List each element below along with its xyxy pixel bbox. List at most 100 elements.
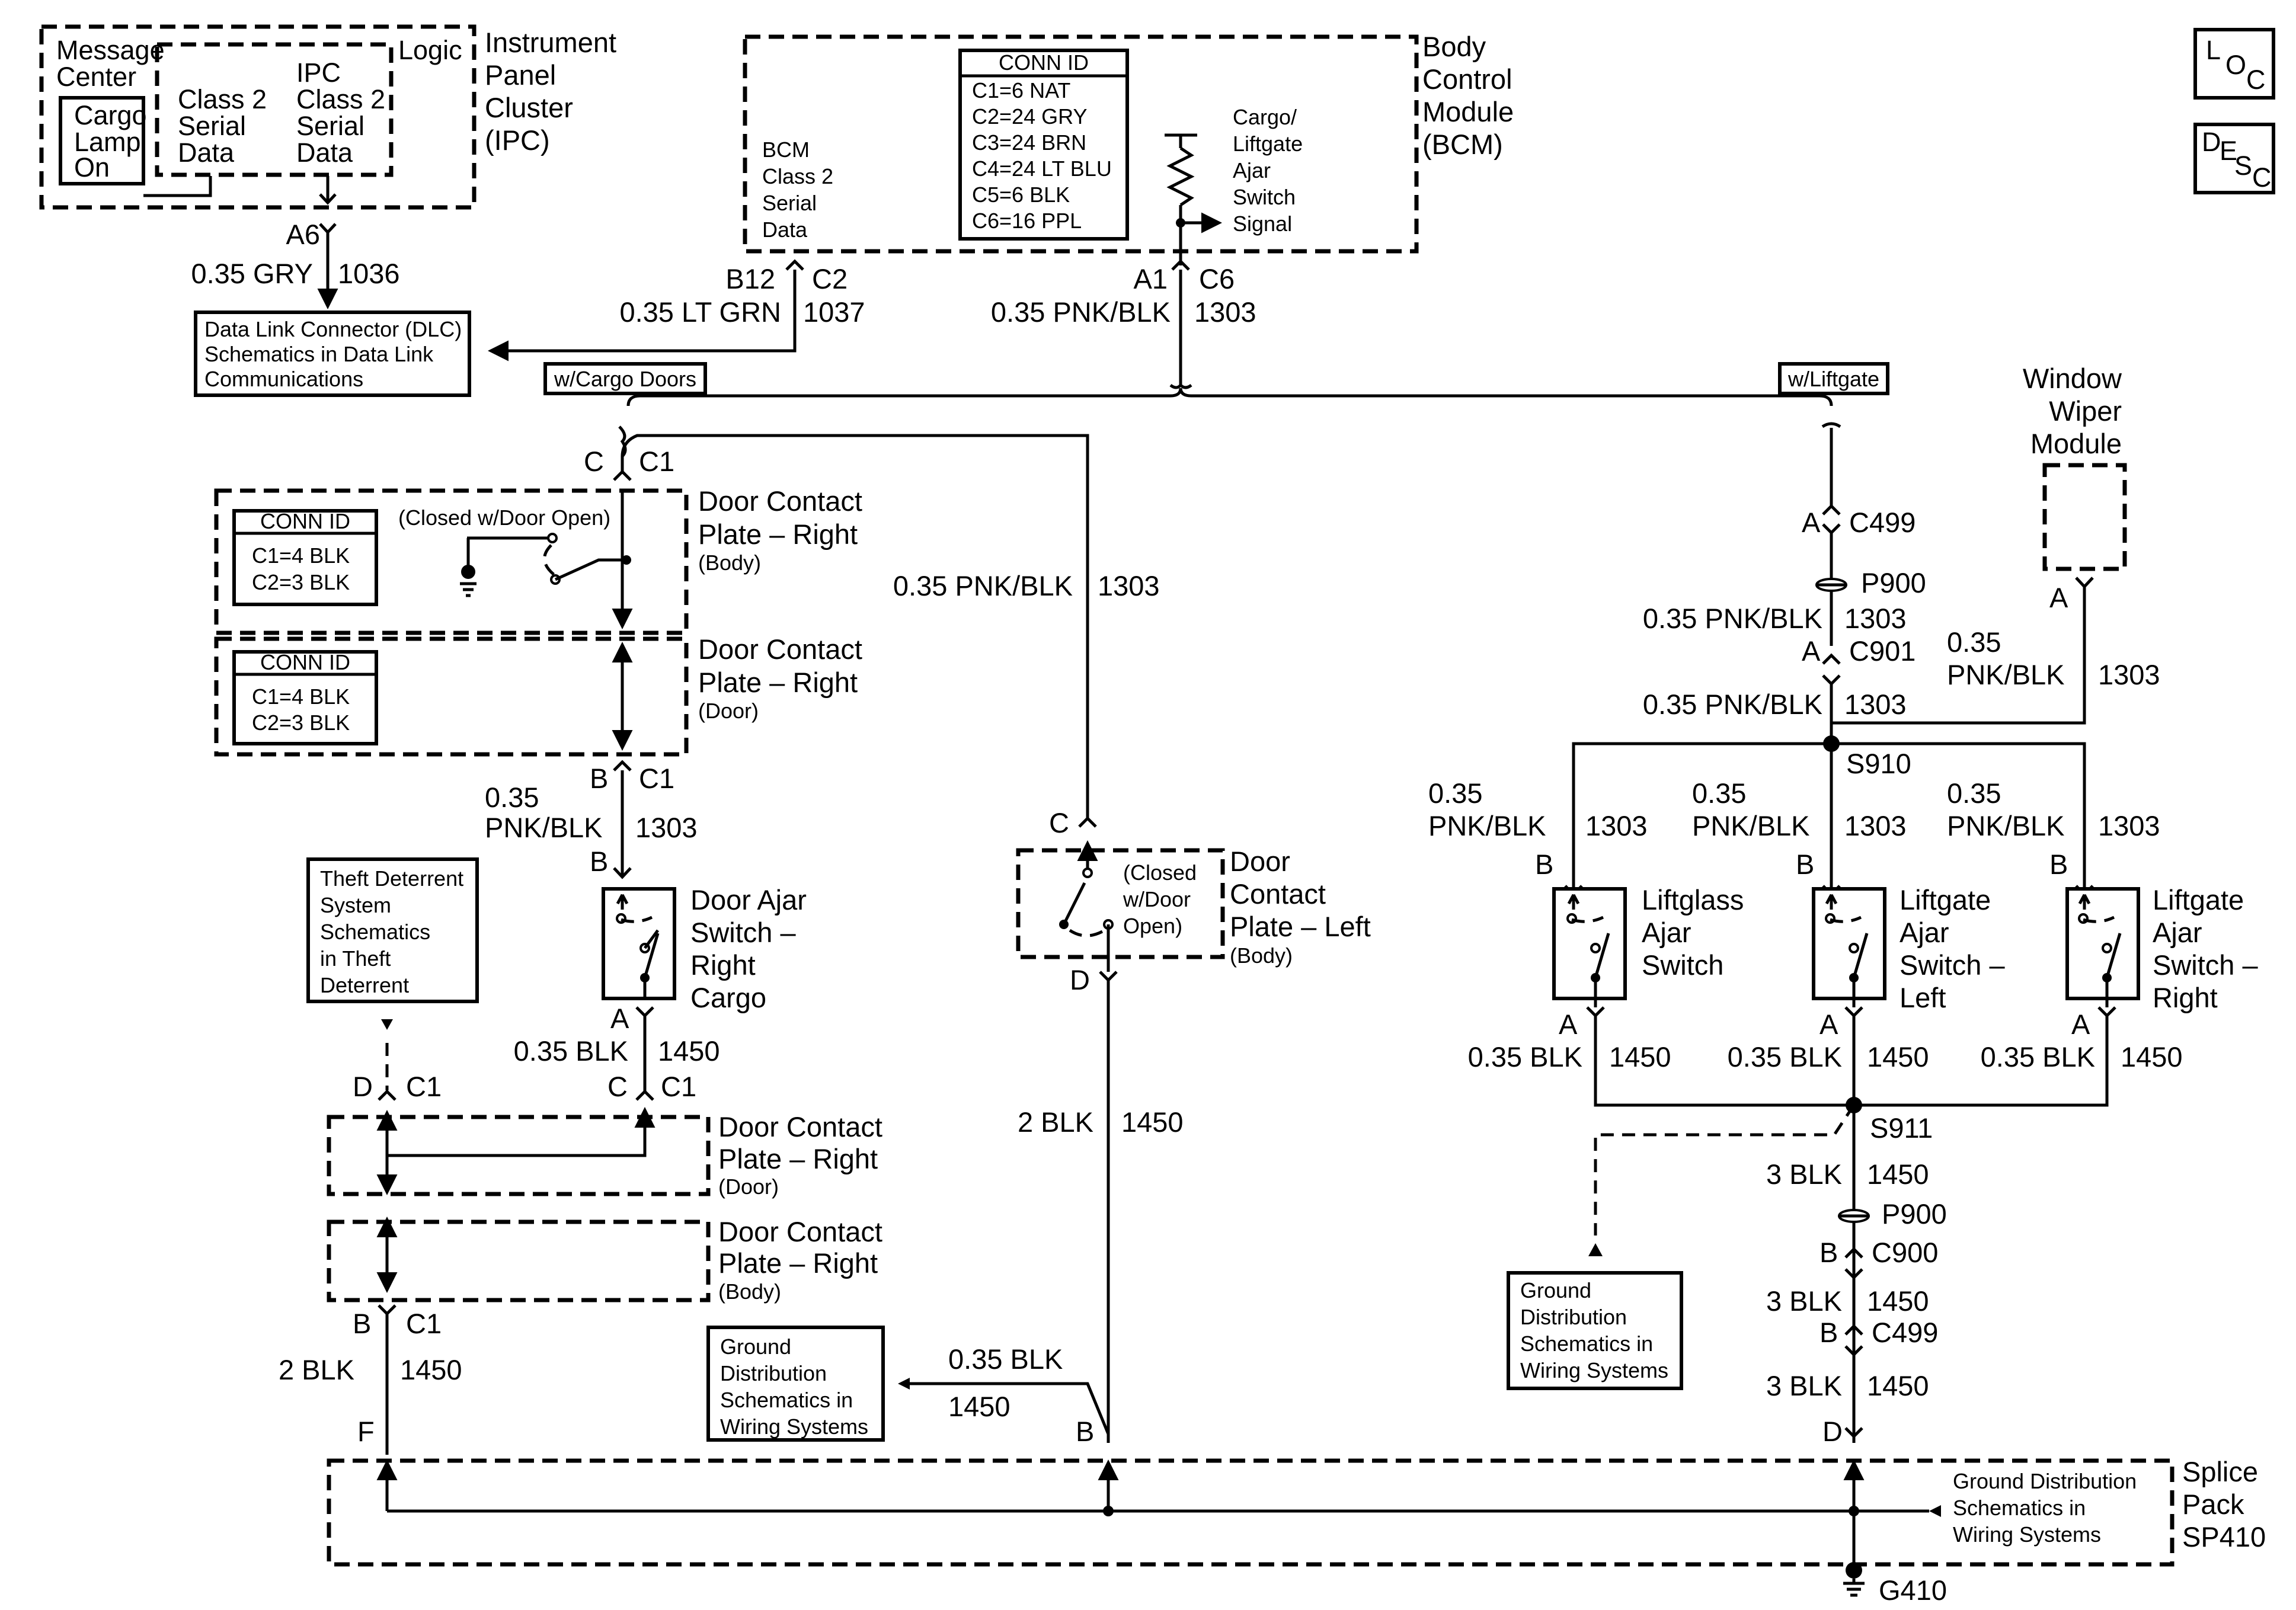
mid-pin-d: D: [1070, 964, 1090, 996]
ground-left-circuit: 1450: [948, 1391, 1011, 1422]
lift-conn-c900: C900: [1872, 1237, 1938, 1268]
lift-wire-upper: 0.35 PNK/BLK: [1643, 603, 1822, 634]
lift-pin-b-c499: B: [1819, 1317, 1838, 1348]
cargo-circuit-1303: 1303: [635, 812, 698, 843]
bcm-pin-a1: A1: [1134, 263, 1168, 295]
desc-icon[interactable]: D E S C: [2193, 123, 2275, 194]
door-contact-left-ground-wire: D 2 BLK 1450 B: [1018, 964, 1184, 1447]
c499-wire: 3 BLK: [1766, 1370, 1842, 1401]
s911-circuit: 1450: [1867, 1158, 1929, 1190]
bcm-pin-b12: B12: [725, 263, 775, 295]
ww-pin-a: A: [2049, 582, 2068, 613]
liftgate-right-pin-a: A: [2071, 1009, 2090, 1040]
lift-conn-c499: C499: [1849, 507, 1916, 538]
theft-conn-c1: C1: [406, 1071, 442, 1102]
cargo-ground-circuit: 1450: [400, 1354, 462, 1385]
cargo-ground-wire-color: 2 BLK: [279, 1354, 354, 1385]
mid-pin-b: B: [1076, 1416, 1094, 1447]
lift-wire-lower: 0.35 PNK/BLK: [1643, 689, 1822, 720]
bcm-conn-c6: C6: [1199, 263, 1235, 295]
splice-s911: A A A 0.35 BLK 1450 0.35 BLK 1450 0.35 B…: [1468, 1006, 2183, 1256]
cargo-conn-c1: C1: [639, 446, 674, 477]
ipc-pin-a6: A6: [286, 219, 321, 250]
door-contact-left-feed: 0.35 PNK/BLK 1303 C: [893, 570, 1160, 838]
mid-wire-color: 0.35 PNK/BLK: [893, 570, 1073, 601]
switch-circuit-right: 1303: [2098, 810, 2160, 841]
c499-circuit: 1450: [1867, 1370, 1929, 1401]
liftgate-left-pin-a: A: [1819, 1009, 1838, 1040]
ground-left-wire: 0.35 BLK: [948, 1343, 1063, 1375]
cargo-wire-1450: A 0.35 BLK 1450 C C1: [514, 1003, 720, 1102]
cargo-switch-circuit: 1450: [658, 1035, 720, 1067]
bcm-circuit-a1: 1303: [1194, 296, 1256, 328]
liftgate-left-wire: 0.35 BLK: [1728, 1041, 1842, 1073]
dcp-closed-note: (Closed w/Door Open): [398, 505, 610, 530]
bcm-wire-a1: 0.35 PNK/BLK: [991, 296, 1171, 328]
bcm-conn-c2: C2: [812, 263, 848, 295]
cargo-ground-wire: B C1 2 BLK 1450 F: [279, 1304, 462, 1455]
bcm-b12-output: B12 C2 0.35 LT GRN 1037: [488, 259, 865, 361]
liftgate-right-pin-b: B: [2049, 849, 2068, 880]
switch-circuit-left: 1303: [1585, 810, 1648, 841]
dcp-second-conn-id-title: CONN ID: [260, 650, 350, 674]
lift-pin-a-c901: A: [1802, 635, 1821, 667]
svg-text:D: D: [2202, 127, 2221, 157]
lift-pin-a-c499: A: [1802, 507, 1821, 538]
s911-wire: 3 BLK: [1766, 1158, 1842, 1190]
cargo-pin-c: C: [584, 446, 604, 477]
bcm-a1-output: A1 C6 0.35 PNK/BLK 1303: [991, 259, 1256, 389]
cargo-pin-b-switch: B: [590, 846, 608, 877]
switch-circuit-mid: 1303: [1844, 810, 1907, 841]
liftgate-feed: A C499 P900 0.35 PNK/BLK 1303 A C901 0.3…: [1643, 422, 1926, 744]
cargo-switch-wire: 0.35 BLK: [514, 1035, 628, 1067]
bcm-circuit-b12: 1037: [803, 296, 865, 328]
liftgate-ground-wire: 3 BLK 1450 P900 B C900 3 BLK 1450 B C499…: [1766, 1105, 1947, 1447]
cargo-pin-c-lower: C: [607, 1071, 628, 1102]
lift-conn-c499-lower: C499: [1872, 1317, 1938, 1348]
dcp-top-conn-id-title: CONN ID: [260, 509, 350, 533]
loc-icon[interactable]: L O C: [2193, 28, 2275, 100]
svg-text:L: L: [2206, 35, 2221, 65]
cargo-ground-pin-b: B: [353, 1308, 371, 1339]
liftglass-pin-a: A: [1559, 1009, 1578, 1040]
ipc-circuit: 1036: [338, 258, 400, 289]
cargo-door-branch: C C1: [584, 425, 1089, 818]
liftgate-left-circuit: 1450: [1867, 1041, 1929, 1073]
c900-wire: 3 BLK: [1766, 1285, 1842, 1317]
theft-pin-d: D: [353, 1071, 373, 1102]
liftgate-left-pin-b: B: [1796, 849, 1814, 880]
lift-p900-lower: P900: [1882, 1198, 1947, 1230]
lift-conn-c901: C901: [1849, 635, 1916, 667]
